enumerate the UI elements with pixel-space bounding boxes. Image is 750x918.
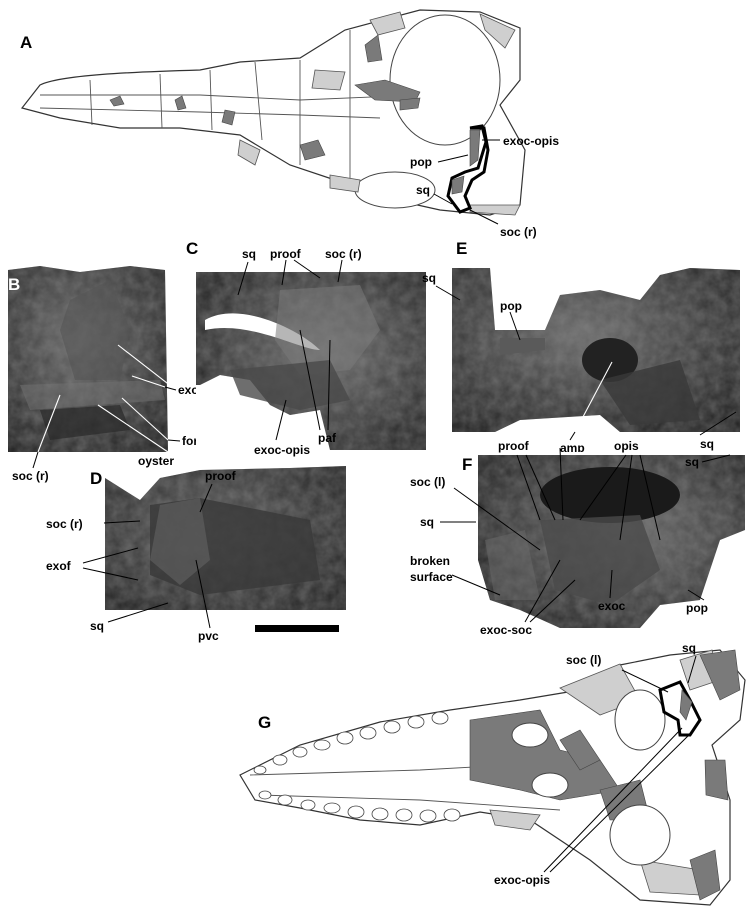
scale-bar — [255, 625, 339, 632]
leader-line — [574, 361, 613, 433]
leader-line — [167, 439, 181, 442]
leader-line — [701, 454, 731, 463]
label-c-soc-r: soc (r) — [325, 247, 362, 261]
leader-line — [619, 454, 633, 541]
leader-line — [579, 454, 627, 521]
label-f-exoc-soc: exoc-soc — [480, 623, 532, 637]
label-g-exoc-opis: exoc-opis — [494, 873, 550, 887]
leader-line — [195, 559, 211, 629]
label-d-pvc: pvc — [198, 629, 219, 643]
leader-line — [131, 375, 166, 388]
leader-line — [117, 344, 177, 391]
leader-line — [121, 397, 169, 441]
leader-line — [609, 569, 613, 599]
panel-letter-d: D — [90, 469, 102, 488]
leader-line — [687, 655, 697, 684]
label-f-soc-l: soc (l) — [410, 475, 445, 489]
panel-letter-f: F — [462, 455, 472, 474]
leader-line — [337, 259, 343, 283]
label-a-pop: pop — [410, 155, 432, 169]
label-f-exoc: exoc — [598, 599, 626, 613]
label-a-soc-r: soc (r) — [500, 225, 537, 239]
leader-line — [549, 731, 693, 873]
panel-letter-c: C — [186, 239, 198, 258]
label-a-sq: sq — [416, 183, 430, 197]
leader-line — [699, 411, 737, 436]
leader-line — [469, 209, 499, 225]
label-f-proof: proof — [498, 439, 530, 453]
upper-tooth-row — [253, 711, 449, 775]
leader-line — [299, 329, 321, 431]
label-c-paf: paf — [318, 431, 337, 445]
label-b-oyster: oyster — [138, 454, 174, 468]
leader-line — [559, 447, 564, 521]
leader-line — [37, 394, 61, 453]
leader-line — [293, 259, 321, 279]
label-e-pop: pop — [500, 299, 522, 313]
leader-line — [453, 487, 541, 551]
leader-line — [621, 669, 669, 693]
label-c-sq: sq — [242, 247, 256, 261]
leader-line — [509, 311, 521, 341]
label-e-sq: sq — [422, 271, 436, 285]
leader-line — [569, 431, 576, 441]
panel-a-drawing — [20, 9, 526, 216]
leader-line — [433, 193, 453, 205]
label-f-pop: pop — [686, 601, 708, 615]
label-c-proof: proof — [270, 247, 302, 261]
leader-line — [97, 404, 169, 453]
label-f-surface: surface — [410, 570, 453, 584]
leader-line — [281, 259, 287, 286]
panel-letter-b: B — [8, 275, 20, 294]
leader-line — [639, 454, 661, 541]
leader-line — [435, 285, 461, 301]
leader-line — [525, 454, 556, 521]
label-d-exof: exof — [46, 559, 72, 573]
label-e-sq-right: sq — [700, 437, 714, 451]
panel-letter-a: A — [20, 33, 32, 52]
label-f-opis: opis — [614, 439, 639, 453]
panel-d-photo — [105, 466, 350, 610]
panel-g-drawing — [239, 649, 746, 906]
leader-line — [237, 261, 249, 296]
leader-line — [82, 567, 139, 581]
label-a-exoc-opis: exoc-opis — [503, 134, 559, 148]
leader-line — [164, 386, 177, 391]
label-d-soc-r: soc (r) — [46, 517, 83, 531]
label-g-soc-l: soc (l) — [566, 653, 601, 667]
label-d-sq: sq — [90, 619, 104, 633]
panel-c-photo — [196, 272, 426, 450]
label-c-exoc-opis: exoc-opis — [254, 443, 310, 457]
lower-tooth-row — [258, 790, 461, 823]
leader-line — [543, 727, 683, 873]
leader-line — [103, 520, 141, 524]
panel-letter-e: E — [456, 239, 467, 258]
leader-line — [529, 579, 576, 623]
leader-line — [437, 154, 469, 163]
label-e-amp: amp — [560, 441, 585, 455]
leader-line — [275, 399, 287, 441]
panel-b-photo — [8, 266, 168, 452]
panel-letter-g: G — [258, 713, 271, 732]
leader-line — [82, 547, 139, 564]
label-b-soc-r: soc (r) — [12, 469, 49, 483]
leader-line — [451, 574, 501, 596]
label-d-proof: proof — [205, 469, 237, 483]
label-f-broken: broken — [410, 554, 450, 568]
label-f-sq: sq — [420, 515, 434, 529]
label-f-sq-right: sq — [685, 455, 699, 469]
label-g-sq: sq — [682, 641, 696, 655]
leader-line — [199, 483, 213, 513]
leader-line — [524, 559, 561, 623]
leader-line — [516, 454, 541, 521]
leader-line — [687, 589, 705, 601]
leader-line — [107, 602, 169, 623]
leader-line — [327, 339, 331, 431]
panel-e-photo — [452, 268, 740, 432]
leader-line — [32, 451, 39, 469]
